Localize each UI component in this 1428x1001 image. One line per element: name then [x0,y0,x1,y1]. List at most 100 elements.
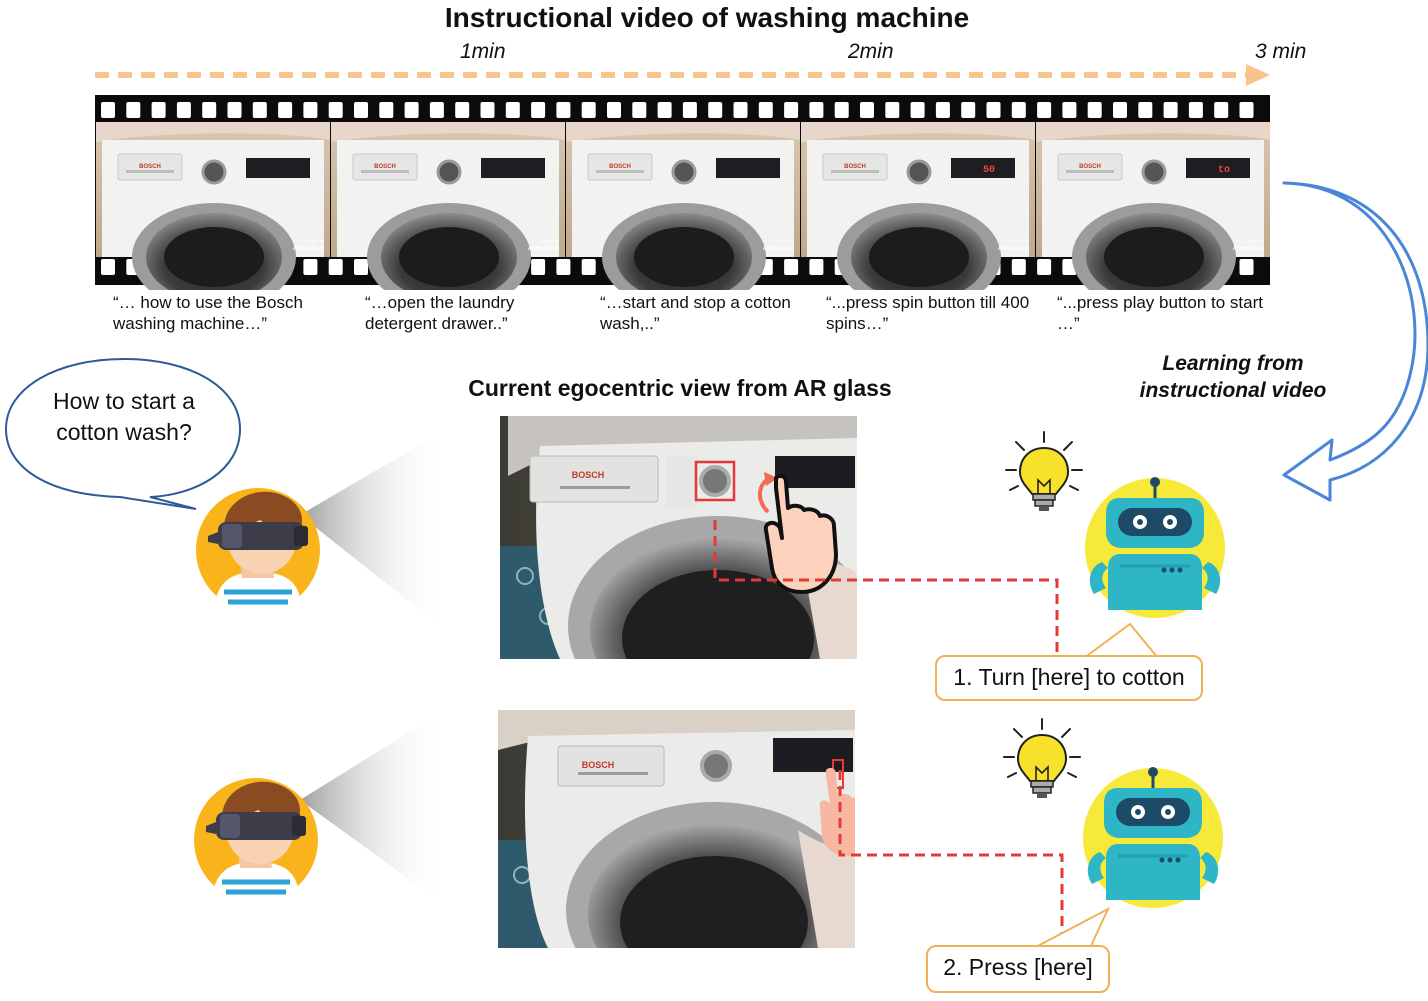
timeline-mark-3min: 3 min [1255,40,1307,63]
sprocket-hole [1037,259,1052,275]
timeline-mark-2min: 2min [848,40,894,63]
sprocket-hole [455,102,470,118]
ego-photo-1: BOSCH [500,416,857,659]
frame-caption-2: “…open the laundry detergent drawer..” [365,293,515,333]
sprocket-hole [556,259,571,275]
sprocket-hole [176,102,191,118]
guide-lines [713,520,1064,950]
sprocket-hole [480,102,495,118]
sprocket-hole [101,102,115,118]
sprocket-hole [252,102,267,118]
sprocket-hole [834,102,849,118]
pointing-hand-icon [763,473,838,594]
frame-watermark: ANIMOTICA [1233,246,1264,252]
sprocket-hole [1087,102,1102,118]
frame-watermark: MADE IN [775,239,794,244]
sprocket-hole [1113,102,1127,118]
sprocket-hole [961,102,976,118]
highlight-box-dial [694,460,736,502]
sprocket-hole [708,102,723,118]
frame-watermark: ANIMOTICA [763,246,794,252]
sprocket-hole [758,102,773,118]
sprocket-hole [429,102,444,118]
learning-label-line1: Learning from [1162,352,1304,375]
pointing-hand-icon-2 [819,767,855,856]
sprocket-hole [1214,102,1229,118]
view-cone-2 [300,710,445,905]
speech-bubble [4,357,242,510]
timeline-mark-1min: 1min [460,40,506,63]
users-layer [180,430,445,955]
sprocket-hole [935,102,950,118]
frame-watermark: ANIMOTICA [293,246,324,252]
sprocket-hole [986,102,1001,118]
sprocket-hole [303,102,318,118]
sprocket-hole [1037,102,1052,118]
scene-brand-1: BOSCH [572,470,605,480]
sprocket-hole [354,102,368,118]
film-strip: BOSCH MADE IN ANIMOTICA BOSCH MADE IN ANIMOTI… [94,95,1272,290]
frame-display-readout: to [1218,165,1230,176]
lightbulb-icon [1005,431,1083,511]
frame-brand: BOSCH [139,164,161,170]
timeline-arrow [95,64,1270,86]
learning-label: Learning from instructional video [1118,350,1348,404]
sprocket-hole [632,102,647,118]
sprocket-hole [1138,102,1153,118]
frame-brand: BOSCH [374,164,396,170]
frame-brand: BOSCH [1079,164,1101,170]
sprocket-hole [328,259,343,275]
sprocket-hole [531,259,546,275]
frame-caption-5: “...press play button to start …” [1057,293,1263,333]
robot-icon-2 [1081,765,1225,910]
frame-caption-4: “...press spin button till 400 spins…” [826,293,1030,333]
frame-watermark: ANIMOTICA [998,246,1029,252]
sprocket-hole [404,102,419,118]
sprocket-hole [1239,102,1254,118]
sprocket-hole [278,102,293,118]
sprocket-hole [860,102,874,118]
sprocket-hole [556,102,571,118]
sprocket-hole [607,102,621,118]
frame-watermark: MADE IN [1010,239,1029,244]
learning-arrow [1282,181,1428,502]
frame-caption-3: “…start and stop a cotton wash,..” [600,293,791,333]
frame-watermark: ANIMOTICA [528,246,559,252]
lightbulb-icon-2 [1003,718,1081,798]
video-frame-2: BOSCH MADE IN ANIMOTICA [329,120,567,290]
frame-watermark: MADE IN [305,239,324,244]
sprocket-hole [379,102,394,118]
sprocket-hole [1188,102,1203,118]
sprocket-hole [784,102,799,118]
step-2-callout: 2. Press [here] [926,945,1110,993]
sprocket-hole [733,102,748,118]
video-frame-3: BOSCH MADE IN ANIMOTICA [564,120,802,290]
sprocket-hole [1163,102,1178,118]
sprocket-hole [581,259,596,275]
sprocket-hole [1062,102,1077,118]
frame-caption-1: “… how to use the Bosch washing machine…… [113,293,303,333]
frame-watermark: MADE IN [540,239,559,244]
sprocket-hole [581,102,596,118]
sprocket-hole [354,259,368,275]
sprocket-hole [151,102,166,118]
sprocket-hole [809,259,824,275]
step-1-callout: 1. Turn [here] to cotton [935,655,1203,701]
sprocket-hole [531,102,546,118]
sprocket-hole [784,259,799,275]
callout-2-tail [1033,906,1111,949]
sprocket-hole [682,102,697,118]
frame-watermark: MADE IN [1245,239,1264,244]
callout-1-tail [1083,622,1159,659]
sprocket-hole [227,102,242,118]
sprocket-hole [910,102,925,118]
sprocket-hole [303,259,318,275]
frame-brand: BOSCH [609,164,631,170]
sprocket-hole [328,102,343,118]
diagram-title: Instructional video of washing machine [444,2,970,33]
sprocket-hole [809,102,824,118]
frame-brand: BOSCH [844,164,866,170]
video-frame-1: BOSCH MADE IN ANIMOTICA [94,120,332,290]
